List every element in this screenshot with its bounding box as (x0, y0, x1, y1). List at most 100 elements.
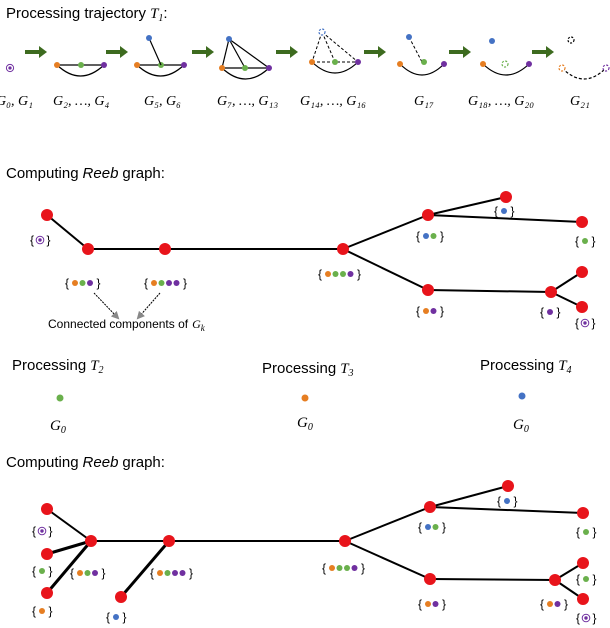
reeb-graph-2: {}{}{}{}{}{}{}{}{}{}{}{}{}{} (32, 480, 597, 625)
step-arrow-7 (532, 50, 546, 54)
brace-close: } (123, 610, 127, 624)
component-dot (547, 601, 553, 607)
purple-node (101, 62, 107, 68)
blue-node (146, 35, 152, 41)
dashed-edge (321, 31, 336, 63)
brace-open: { (576, 611, 580, 625)
arc-edge (311, 61, 359, 74)
blue-node (489, 38, 495, 44)
green-node (242, 65, 248, 71)
reeb-node (82, 243, 94, 255)
orange-node (134, 62, 140, 68)
component-dot (329, 565, 335, 571)
brace-close: } (49, 604, 53, 618)
step-arrow-4 (276, 50, 290, 54)
brace-close: } (593, 525, 597, 539)
reeb-edge (550, 271, 583, 293)
graph-label-1: G₂, …, G₄ (53, 94, 110, 109)
component-dot (332, 271, 339, 277)
brace-open: { (576, 572, 580, 586)
arc-edge (221, 67, 270, 80)
set-t4: {} (106, 610, 127, 624)
reeb-node (577, 557, 589, 569)
reeb-node (424, 573, 436, 585)
brace-open: { (65, 276, 69, 290)
brace-close: } (189, 566, 193, 580)
purple-node (526, 61, 532, 67)
set-t3: {} (32, 604, 53, 618)
component-dot (432, 524, 439, 530)
purple-ring-center (38, 238, 42, 242)
component-dot (164, 570, 171, 576)
brace-close: } (440, 304, 444, 318)
brace-open: { (576, 525, 580, 539)
reeb-edge (342, 214, 429, 250)
step-arrow-3 (192, 50, 206, 54)
step-arrowhead (290, 46, 298, 58)
set-step3: {} (318, 267, 361, 281)
brace-open: { (32, 604, 36, 618)
reeb-edge (427, 196, 507, 216)
t3-node (301, 394, 309, 402)
step-arrow-6 (449, 50, 463, 54)
reeb-node (41, 209, 53, 221)
brace-close: } (514, 494, 518, 508)
set-purple-ring: {} (575, 316, 596, 330)
component-dot (340, 271, 346, 277)
component-dot (84, 570, 91, 576)
brace-close: } (564, 597, 568, 611)
brace-close: } (442, 520, 446, 534)
brace-close: } (361, 561, 365, 575)
component-dot (554, 601, 561, 607)
graph-label-4: G₁₄, …, G₁₆ (300, 94, 366, 109)
reeb-node (576, 266, 588, 278)
reeb-edge (429, 485, 509, 508)
component-dot (425, 601, 431, 607)
reeb-node (502, 480, 514, 492)
graph-label-2: G₅, G₆ (144, 94, 181, 109)
set-purple: {} (540, 305, 561, 319)
annotation-arrow (136, 292, 161, 320)
brace-open: { (416, 229, 420, 243)
component-dot (432, 601, 439, 607)
arc-edge (399, 63, 445, 76)
set-t2: {} (32, 564, 53, 578)
component-dot (347, 271, 354, 277)
component-dot (39, 568, 45, 574)
brace-close: } (49, 564, 53, 578)
reeb-node (577, 507, 589, 519)
blue-removed-node (318, 28, 326, 36)
graph-label-5: G₁₇ (414, 94, 434, 109)
brace-close: } (592, 316, 596, 330)
brace-open: { (575, 316, 579, 330)
brace-close: } (511, 204, 515, 218)
t3-graph-label: G0 (297, 415, 313, 433)
step-arrowhead (39, 46, 47, 58)
edge (221, 38, 230, 69)
component-dot (72, 280, 78, 286)
brace-open: { (540, 305, 544, 319)
component-dot (501, 208, 507, 214)
brace-close: } (357, 267, 361, 281)
reeb-node (337, 243, 349, 255)
step-arrowhead (378, 46, 386, 58)
purple-ring-center (40, 529, 44, 533)
brace-open: { (322, 561, 326, 575)
set-blue: {} (497, 494, 518, 508)
reeb-node (41, 587, 53, 599)
blue-node (226, 36, 232, 42)
brace-close: } (47, 233, 51, 247)
dashed-edge (408, 36, 423, 63)
component-dot (504, 498, 510, 504)
reeb-edge (46, 508, 92, 542)
brace-close: } (593, 611, 597, 625)
purple-ring-center (584, 616, 588, 620)
graph-label-3: G₇, …, G₁₃ (217, 94, 278, 109)
set-g0: {} (30, 233, 51, 247)
